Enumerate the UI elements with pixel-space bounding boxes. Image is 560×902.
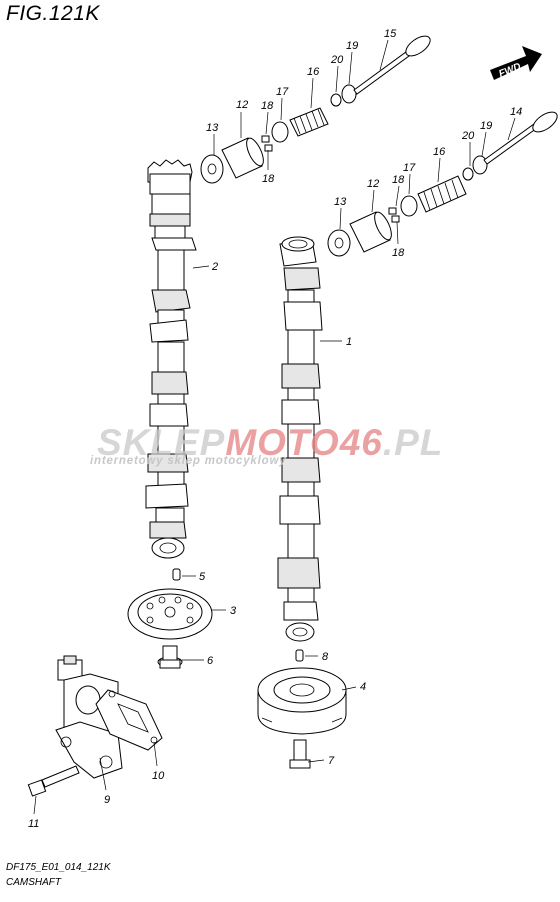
bolt-6 (157, 645, 183, 669)
callout-16-left: 16 (307, 66, 320, 78)
callout-17-left: 17 (276, 86, 289, 98)
camshaft-2 (145, 159, 197, 559)
camshaft-1 (277, 236, 323, 642)
callout-labels: 1 2 3 4 5 6 7 8 9 10 11 12 12 13 13 14 1… (28, 28, 522, 830)
valve-train-right (327, 111, 558, 257)
sprocket-3 (127, 588, 213, 640)
callout-13-left: 13 (206, 122, 219, 134)
callout-20-right: 20 (461, 130, 475, 142)
callout-20-left: 20 (330, 54, 344, 66)
callout-13-right: 13 (334, 196, 347, 208)
callout-9: 9 (104, 794, 110, 806)
callout-2: 2 (211, 261, 218, 273)
dowel-pin-8 (295, 649, 304, 662)
leader-lines (33, 39, 516, 815)
callout-10: 10 (152, 770, 165, 782)
callout-19-right: 19 (480, 120, 492, 132)
callout-4: 4 (360, 681, 366, 693)
watermark-part-d: .PL (382, 422, 444, 463)
watermark-part-c: 46 (339, 422, 383, 463)
callout-11: 11 (28, 818, 39, 830)
callout-3: 3 (230, 605, 237, 617)
callout-17-right: 17 (403, 162, 416, 174)
watermark-part-a: SKLEP (97, 422, 226, 463)
callout-18-right-bottom: 18 (392, 247, 405, 259)
callout-6: 6 (207, 655, 214, 667)
gasket-10 (95, 689, 163, 751)
bolt-7 (289, 739, 311, 769)
oil-control-valve-9 (55, 655, 123, 779)
callout-12-right: 12 (367, 178, 379, 190)
valve-train-left (200, 35, 431, 184)
callout-18-left-bottom: 18 (262, 173, 275, 185)
bolt-11 (27, 765, 80, 797)
callout-16-right: 16 (433, 146, 446, 158)
callout-15: 15 (384, 28, 397, 40)
callout-5: 5 (199, 571, 206, 583)
callout-14: 14 (510, 106, 522, 118)
figure-code: DF175_E01_014_121K (6, 862, 111, 873)
figure-name: CAMSHAFT (6, 877, 61, 888)
fwd-label: FWD (497, 61, 522, 80)
fwd-arrow-icon: FWD (490, 46, 542, 80)
callout-12-left: 12 (236, 99, 248, 111)
watermark-subtitle: internetowy sklep motocyklowy (90, 455, 287, 467)
callout-8: 8 (322, 651, 329, 663)
callout-19-left: 19 (346, 40, 358, 52)
callout-7: 7 (328, 755, 335, 767)
vvt-actuator-4 (257, 667, 347, 735)
dowel-pin-5 (172, 568, 181, 581)
watermark-logo: SKLEPMOTO46.PL (97, 422, 443, 464)
callout-18-left-top: 18 (261, 100, 274, 112)
callout-1: 1 (346, 336, 352, 348)
watermark-part-b: MOTO (225, 422, 340, 463)
callout-18-right-top: 18 (392, 174, 405, 186)
figure-title: FIG.121K (6, 2, 100, 25)
